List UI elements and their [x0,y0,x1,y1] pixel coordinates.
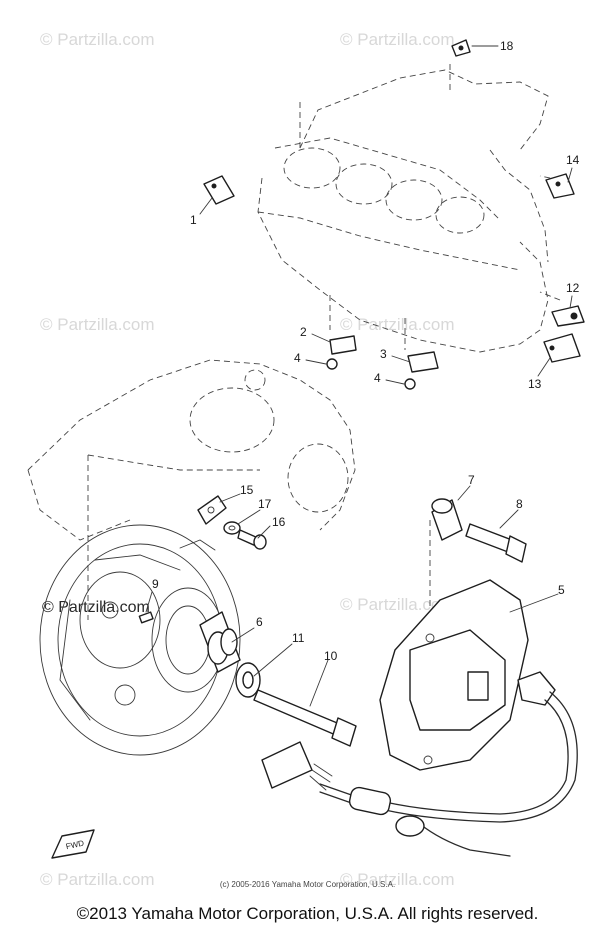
watermark: © Partzilla.com [340,870,455,889]
fwd-arrow: FWD [51,829,95,859]
watermark: © Partzilla.com [340,315,455,334]
fwd-label: FWD [65,839,85,852]
watermark: © Partzilla.com [40,870,155,889]
callout-16: 16 [272,515,286,529]
callout-2: 2 [300,325,307,339]
part-14-clamp [545,173,575,199]
watermark-dark: © Partzilla.com [42,599,150,616]
callout-12: 12 [566,281,580,295]
part-18-clamp [451,39,471,57]
part-11-washer [235,662,261,698]
callout-14: 14 [566,153,580,167]
callout-18: 18 [500,39,514,53]
part-7-collar [431,498,463,541]
callout-7: 7 [468,473,475,487]
watermark: © Partzilla.com [340,595,455,614]
callout-6: 6 [256,615,263,629]
part-17-washer [223,521,241,535]
watermark: © Partzilla.com [340,30,455,49]
callout-1: 1 [190,213,197,227]
callout-13: 13 [528,377,542,391]
callout-17: 17 [258,497,272,511]
watermark: © Partzilla.com [40,315,155,334]
part-6-rotor [199,611,241,673]
part-4-screw [326,358,338,370]
callout-8: 8 [516,497,523,511]
main-copyright: ©2013 Yamaha Motor Corporation, U.S.A. A… [76,904,539,923]
crankcase-cover [27,359,431,620]
engine-block [257,60,561,353]
part-8-bolt [465,523,527,563]
part-4-screw [404,378,416,390]
small-copyright: (c) 2005-2016 Yamaha Motor Corporation, … [219,880,396,889]
callout-9: 9 [152,577,159,591]
part-1-clamp [203,175,235,205]
callout-15: 15 [240,483,254,497]
watermark: © Partzilla.com [40,30,155,49]
part-15-plate [197,495,227,525]
part-2-clamp [329,335,357,355]
watermarks: © Partzilla.com © Partzilla.com © Partzi… [40,30,455,889]
callout-10: 10 [324,649,338,663]
part-16-screw [237,529,267,550]
part-3-clamp [407,351,439,373]
part-9-key [138,611,154,624]
callout-4: 4 [374,371,381,385]
callout-5: 5 [558,583,565,597]
callouts: 18 1 14 12 13 2 3 4 4 5 7 8 6 11 10 9 15… [152,39,580,663]
callout-3: 3 [380,347,387,361]
callout-11: 11 [292,631,305,645]
part-10-bolt [253,689,357,747]
leader-lines [145,45,573,707]
part-12-clamp [551,305,585,327]
part-5-stator [261,579,578,857]
part-13-clamp [543,333,581,363]
callout-4: 4 [294,351,301,365]
